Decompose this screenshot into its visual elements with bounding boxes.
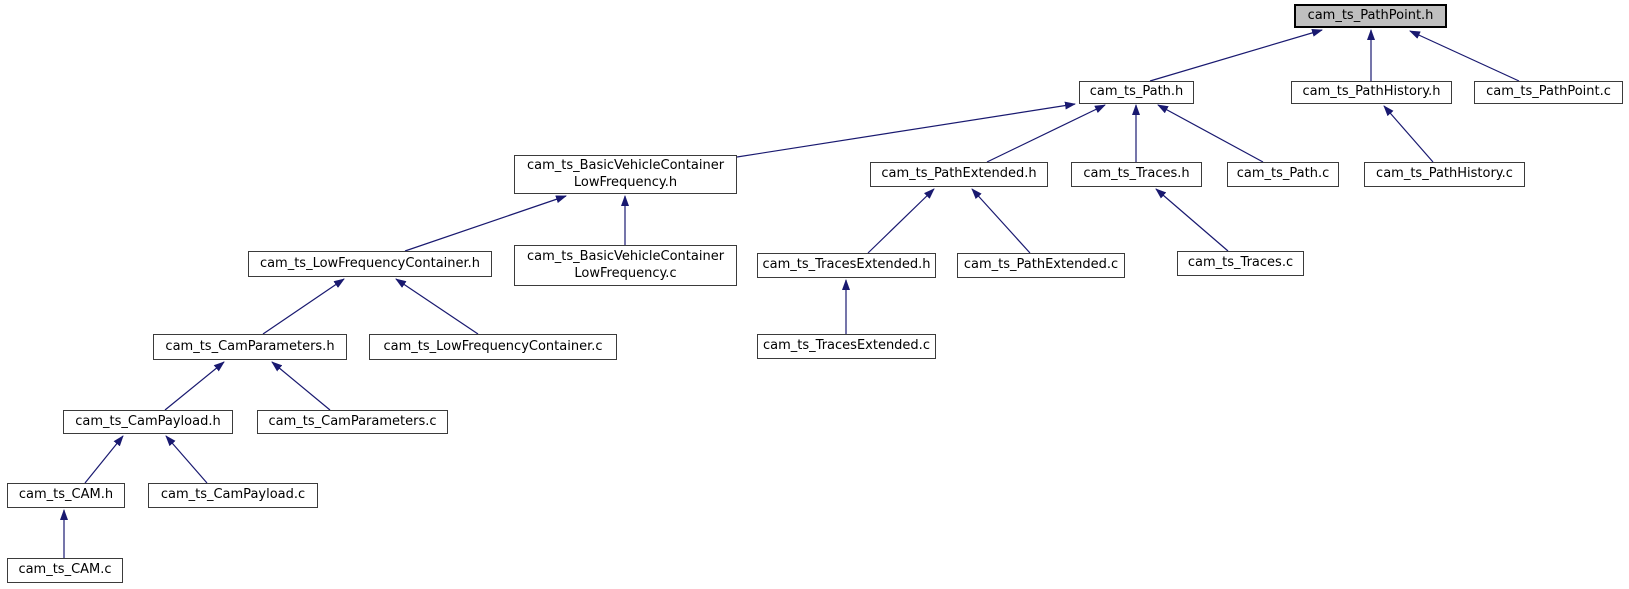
graph-node-traces-c[interactable]: cam_ts_Traces.c	[1177, 251, 1304, 276]
graph-node-pathextended-h[interactable]: cam_ts_PathExtended.h	[870, 162, 1048, 187]
edge-traces-c-to-traces-h	[1155, 188, 1229, 252]
edge-camparameters-h-to-lowfrequencycontainer-h	[262, 278, 345, 335]
graph-node-traces-h[interactable]: cam_ts_Traces.h	[1071, 162, 1202, 187]
graph-node-cam-c[interactable]: cam_ts_CAM.c	[7, 558, 123, 583]
graph-node-pathpoint-h[interactable]: cam_ts_PathPoint.h	[1294, 4, 1447, 28]
edge-path-c-to-path-h	[1157, 104, 1264, 163]
graph-node-basicvehiclecontainerlowfrequency-h[interactable]: cam_ts_BasicVehicleContainer LowFrequenc…	[514, 155, 737, 194]
edge-basicvehiclecontainerlowfrequency-h-to-path-h	[736, 101, 1076, 158]
graph-node-pathpoint-c[interactable]: cam_ts_PathPoint.c	[1474, 81, 1623, 104]
graph-node-camparameters-c[interactable]: cam_ts_CamParameters.c	[257, 410, 448, 434]
edge-camparameters-c-to-camparameters-h	[271, 361, 331, 411]
graph-node-tracesextended-h[interactable]: cam_ts_TracesExtended.h	[757, 253, 936, 278]
graph-node-lowfrequencycontainer-h[interactable]: cam_ts_LowFrequencyContainer.h	[248, 251, 492, 277]
edge-campayload-h-to-camparameters-h	[164, 361, 225, 411]
graph-node-cam-h[interactable]: cam_ts_CAM.h	[7, 483, 125, 508]
graph-node-pathextended-c[interactable]: cam_ts_PathExtended.c	[957, 253, 1125, 278]
graph-node-camparameters-h[interactable]: cam_ts_CamParameters.h	[153, 334, 347, 360]
edge-pathextended-c-to-pathextended-h	[971, 188, 1031, 254]
graph-node-pathhistory-h[interactable]: cam_ts_PathHistory.h	[1291, 81, 1452, 104]
edge-cam-h-to-campayload-h	[84, 435, 124, 484]
graph-node-pathhistory-c[interactable]: cam_ts_PathHistory.c	[1364, 162, 1525, 187]
edge-path-h-to-pathpoint-h	[1149, 29, 1323, 82]
graph-node-basicvehiclecontainerlowfrequency-c[interactable]: cam_ts_BasicVehicleContainer LowFrequenc…	[514, 245, 737, 286]
graph-node-lowfrequencycontainer-c[interactable]: cam_ts_LowFrequencyContainer.c	[369, 334, 617, 360]
graph-node-tracesextended-c[interactable]: cam_ts_TracesExtended.c	[757, 334, 936, 359]
graph-node-campayload-h[interactable]: cam_ts_CamPayload.h	[63, 410, 233, 434]
edge-campayload-c-to-campayload-h	[165, 435, 208, 484]
edge-tracesextended-h-to-pathextended-h	[867, 188, 935, 254]
edge-pathhistory-c-to-pathhistory-h	[1383, 105, 1434, 163]
edge-lowfrequencycontainer-h-to-basicvehiclecontainerlowfrequency-h	[404, 195, 567, 252]
edge-lowfrequencycontainer-c-to-lowfrequencycontainer-h	[395, 278, 479, 335]
graph-node-path-h[interactable]: cam_ts_Path.h	[1079, 81, 1194, 104]
edge-pathextended-h-to-path-h	[986, 104, 1106, 163]
edge-pathpoint-c-to-pathpoint-h	[1409, 30, 1520, 82]
graph-node-path-c[interactable]: cam_ts_Path.c	[1227, 162, 1339, 187]
graph-node-campayload-c[interactable]: cam_ts_CamPayload.c	[148, 483, 318, 508]
